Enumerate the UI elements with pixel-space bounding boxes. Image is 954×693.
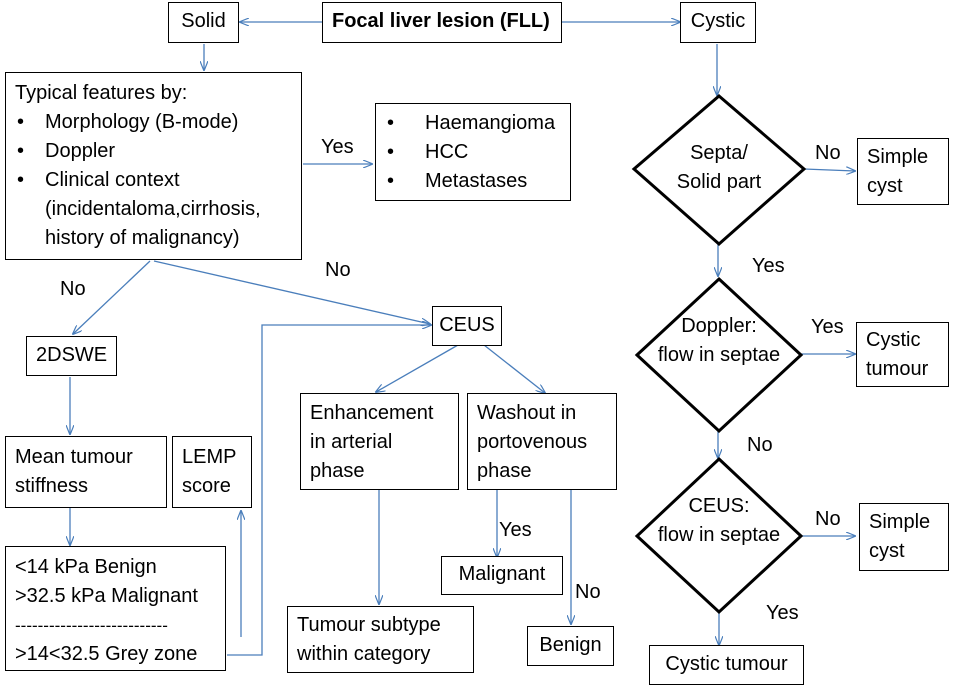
cystic-tumour-line: tumour [866, 358, 929, 380]
subtype-line: within category [297, 643, 431, 665]
context-line: (incidentaloma,cirrhosis, [45, 198, 261, 220]
typical-item: Doppler [15, 137, 292, 166]
decision-line: Septa/ [690, 142, 748, 164]
label-no-typical-ceus: No [325, 259, 351, 281]
decision-septa-text: Septa/ Solid part [644, 139, 794, 197]
stiffness-box: Mean tumour stiffness [5, 436, 167, 508]
kpa-divider: --------------------------- [15, 616, 168, 635]
swe-box: 2DSWE [26, 336, 117, 376]
simple-cyst-line: cyst [869, 540, 905, 562]
simple-cyst-box-2: Simple cyst [859, 503, 949, 571]
label-yes-septa: Yes [752, 255, 785, 277]
ceus-box: CEUS [432, 306, 502, 346]
simple-cyst-line: cyst [867, 175, 903, 197]
edge-typical-ceus [153, 260, 430, 324]
washout-line: phase [477, 460, 532, 482]
decision-line: CEUS: [688, 495, 750, 517]
label-yes-washout: Yes [499, 519, 532, 541]
label-yes-ceus: Yes [766, 602, 799, 624]
enhancement-line: in arterial [310, 431, 393, 453]
lemp-box: LEMP score [172, 436, 252, 508]
washout-line: portovenous [477, 431, 588, 453]
edge-ceus-washout [483, 344, 545, 393]
diagnosis-item: HCC [385, 138, 561, 167]
cystic-box: Cystic [680, 2, 756, 43]
typical-item: Morphology (B-mode) [15, 108, 292, 137]
simple-cyst-line: Simple [869, 511, 931, 533]
malignant-box: Malignant [441, 556, 563, 595]
subtype-line: Tumour subtype [297, 614, 441, 636]
label-no-doppler: No [747, 434, 773, 456]
label-no-typical-2dswe: No [60, 278, 86, 300]
kpa-line: >32.5 kPa Malignant [15, 585, 198, 607]
label-no-washout: No [575, 581, 601, 603]
cystic-tumour-box-small: Cystic tumour [856, 322, 949, 387]
cystic-tumour-box: Cystic tumour [649, 645, 804, 685]
subtype-box: Tumour subtype within category [287, 606, 474, 673]
label-no-ceus: No [815, 508, 841, 530]
diagnosis-item: Metastases [385, 167, 561, 196]
typical-features-box: Typical features by: Morphology (B-mode)… [5, 72, 302, 260]
kpa-line: <14 kPa Benign [15, 556, 157, 578]
kpa-box: <14 kPa Benign >32.5 kPa Malignant -----… [5, 546, 226, 671]
kpa-line: >14<32.5 Grey zone [15, 643, 198, 665]
edge-ceus-enhancement [376, 344, 459, 392]
enhancement-line: Enhancement [310, 402, 434, 424]
decision-line: Doppler: [681, 315, 757, 337]
stiffness-line: stiffness [15, 475, 88, 497]
label-yes-typical: Yes [321, 136, 354, 158]
decision-line: Solid part [676, 171, 762, 193]
typical-item: Clinical context [15, 166, 292, 195]
label-yes-doppler: Yes [811, 316, 844, 338]
diagnoses-box: Haemangioma HCC Metastases [375, 103, 571, 201]
enhancement-box: Enhancement in arterial phase [300, 393, 459, 490]
lemp-line: score [182, 475, 231, 497]
enhancement-line: phase [310, 460, 365, 482]
typical-heading: Typical features by: [15, 82, 188, 104]
decision-line: flow in septae [657, 344, 781, 366]
diagnoses-list: Haemangioma HCC Metastases [385, 109, 561, 196]
root-box: Focal liver lesion (FLL) [322, 2, 562, 43]
simple-cyst-line: Simple [867, 146, 929, 168]
typical-list: Morphology (B-mode) Doppler Clinical con… [15, 108, 292, 195]
edge-septa-simplecyst [803, 169, 855, 171]
context-line: history of malignancy) [45, 227, 240, 249]
label-no-septa: No [815, 142, 841, 164]
benign-box: Benign [527, 626, 614, 666]
solid-box: Solid [168, 2, 239, 43]
stiffness-line: Mean tumour [15, 446, 133, 468]
decision-line: flow in septae [657, 524, 781, 546]
lemp-line: LEMP [182, 446, 237, 468]
simple-cyst-box-1: Simple cyst [857, 138, 949, 205]
washout-line: Washout in [477, 402, 577, 424]
washout-box: Washout in portovenous phase [467, 393, 617, 490]
diagnosis-item: Haemangioma [385, 109, 561, 138]
decision-doppler-text: Doppler: flow in septae [639, 312, 799, 370]
decision-ceus-text: CEUS: flow in septae [639, 492, 799, 550]
cystic-tumour-line: Cystic [866, 329, 921, 351]
